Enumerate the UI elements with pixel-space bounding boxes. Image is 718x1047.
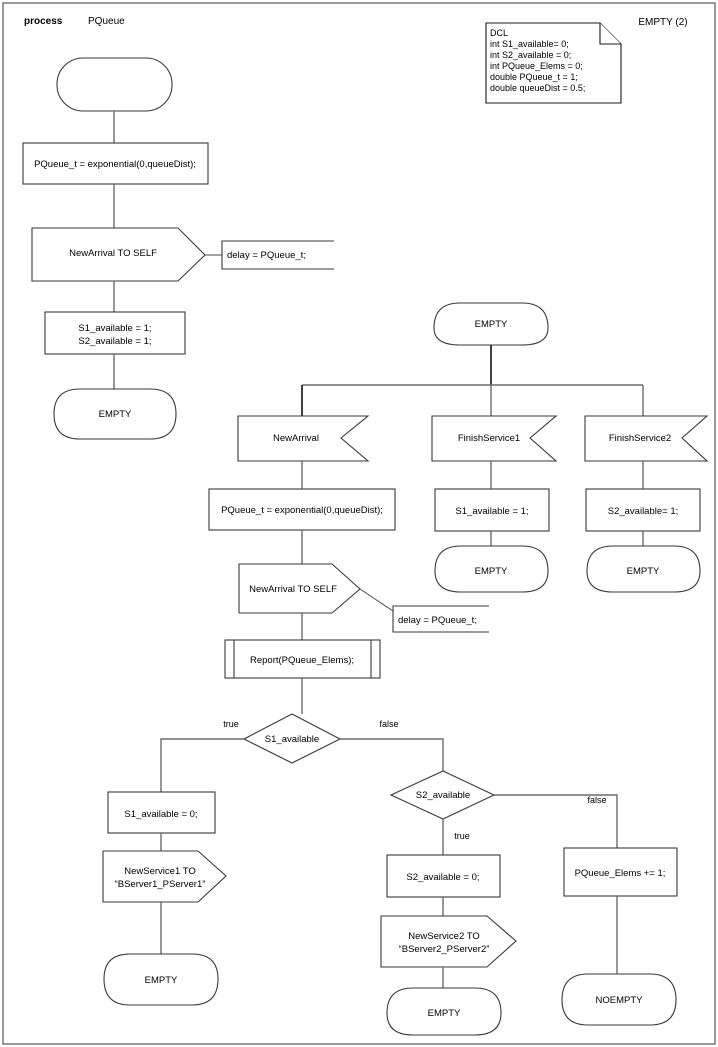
comment-delay-init: delay = PQueue_t; [221, 240, 334, 270]
input-finishservice1-label: FinishService1 [458, 433, 520, 444]
connector-s2-false [494, 794, 618, 848]
input-newarrival: NewArrival [237, 415, 370, 462]
header-keyword: process [24, 16, 63, 27]
dcl-line-3: int PQueue_Elems = 0; [490, 61, 583, 71]
nextstate-empty-service1: EMPTY [103, 953, 219, 1006]
comment-delay-newarrival: delay = PQueue_t; [392, 605, 489, 633]
decision-s2-available: S2_available [389, 770, 496, 820]
comment-delay-newarrival-label: delay = PQueue_t; [398, 615, 477, 626]
task-s2-one: S2_available= 1; [585, 488, 701, 532]
state-empty: EMPTY [433, 302, 549, 346]
task-s1-one-label: S1_available = 1; [455, 506, 528, 517]
nextstate-empty-init: EMPTY [53, 388, 177, 440]
decision-s1-available: S1_available [242, 713, 342, 764]
output-newservice1-line1: NewService1 TO [124, 866, 195, 877]
output-newservice1: NewService1 TO “BServer1_PServer1” [102, 850, 227, 903]
output-newarrival-to-self-init: NewArrival TO SELF [31, 227, 206, 282]
task-set-available-line1: S1_available = 1; [78, 323, 151, 334]
state-empty-label: EMPTY [475, 319, 508, 330]
nextstate-empty-service2-label: EMPTY [428, 1008, 461, 1019]
nextstate-empty-init-label: EMPTY [99, 409, 132, 420]
output-newarrival-to-self-label: NewArrival TO SELF [249, 584, 337, 595]
task-s2-one-label: S2_available= 1; [608, 506, 679, 517]
task-exponential-init-label: PQueue_t = exponential(0,queueDist); [34, 159, 196, 170]
page-label: EMPTY (2) [638, 17, 687, 28]
nextstate-empty-service2: EMPTY [386, 987, 502, 1036]
task-exponential-newarrival-label: PQueue_t = exponential(0,queueDist); [221, 505, 383, 516]
nextstate-noempty-label: NOEMPTY [596, 995, 644, 1006]
output-newservice2-line1: NewService2 TO [408, 931, 479, 942]
connector-s1-true [160, 738, 244, 792]
decision-s2-available-label: S2_available [416, 790, 470, 801]
output-newarrival-to-self: NewArrival TO SELF [238, 563, 361, 614]
nextstate-empty-finishservice2-label: EMPTY [627, 566, 660, 577]
input-newarrival-label: NewArrival [273, 433, 319, 444]
header-process-name: PQueue [88, 16, 125, 27]
task-s1-zero: S1_available = 0; [107, 791, 216, 834]
decision-s1-false-label: false [379, 719, 398, 729]
dcl-line-4: double PQueue_t = 1; [490, 72, 578, 82]
nextstate-noempty: NOEMPTY [561, 973, 677, 1026]
dcl-line-2: int S2_available = 0; [490, 50, 571, 60]
decision-s1-true-label: true [223, 719, 239, 729]
task-s1-one: S1_available = 1; [434, 488, 550, 532]
decision-s1-available-label: S1_available [265, 734, 319, 745]
connector-s1-false [340, 738, 444, 771]
task-s2-zero-label: S2_available = 0; [406, 872, 479, 883]
input-finishservice1: FinishService1 [431, 415, 558, 462]
task-set-available-line2: S2_available = 1; [78, 336, 151, 347]
task-set-available-init: S1_available = 1; S2_available = 1; [44, 311, 186, 355]
input-finishservice2: FinishService2 [584, 415, 709, 462]
start-symbol [56, 57, 173, 112]
decision-s2-true-label: true [454, 831, 470, 841]
nextstate-empty-finishservice1-label: EMPTY [475, 566, 508, 577]
output-newservice2: NewService2 TO “BServer2_PServer2” [380, 915, 517, 968]
task-exponential-init: PQueue_t = exponential(0,queueDist); [22, 142, 209, 185]
task-enqueue-label: PQueue_Elems += 1; [575, 868, 666, 879]
task-enqueue: PQueue_Elems += 1; [563, 847, 678, 897]
procedure-report: Report(PQueue_Elems); [224, 639, 381, 679]
comment-delay-init-label: delay = PQueue_t; [227, 250, 306, 261]
output-newarrival-to-self-init-label: NewArrival TO SELF [69, 248, 157, 259]
nextstate-empty-service1-label: EMPTY [145, 975, 178, 986]
connector-output-to-comment-delay [359, 588, 394, 612]
task-s2-zero: S2_available = 0; [386, 854, 501, 898]
input-finishservice2-label: FinishService2 [609, 433, 671, 444]
dcl-note: DCL int S1_available= 0; int S2_availabl… [485, 22, 622, 104]
task-exponential-newarrival: PQueue_t = exponential(0,queueDist); [208, 488, 396, 531]
dcl-line-1: int S1_available= 0; [490, 39, 569, 49]
dcl-line-5: double queueDist = 0.5; [490, 83, 585, 93]
procedure-report-label: Report(PQueue_Elems); [250, 655, 354, 666]
decision-s2-false-label: false [587, 795, 606, 805]
output-newservice1-line2: “BServer1_PServer1” [115, 879, 206, 890]
output-newservice2-line2: “BServer2_PServer2” [399, 944, 490, 955]
nextstate-empty-finishservice1: EMPTY [434, 545, 549, 593]
task-s1-zero-label: S1_available = 0; [124, 809, 197, 820]
dcl-line-0: DCL [490, 28, 508, 38]
nextstate-empty-finishservice2: EMPTY [586, 545, 701, 593]
